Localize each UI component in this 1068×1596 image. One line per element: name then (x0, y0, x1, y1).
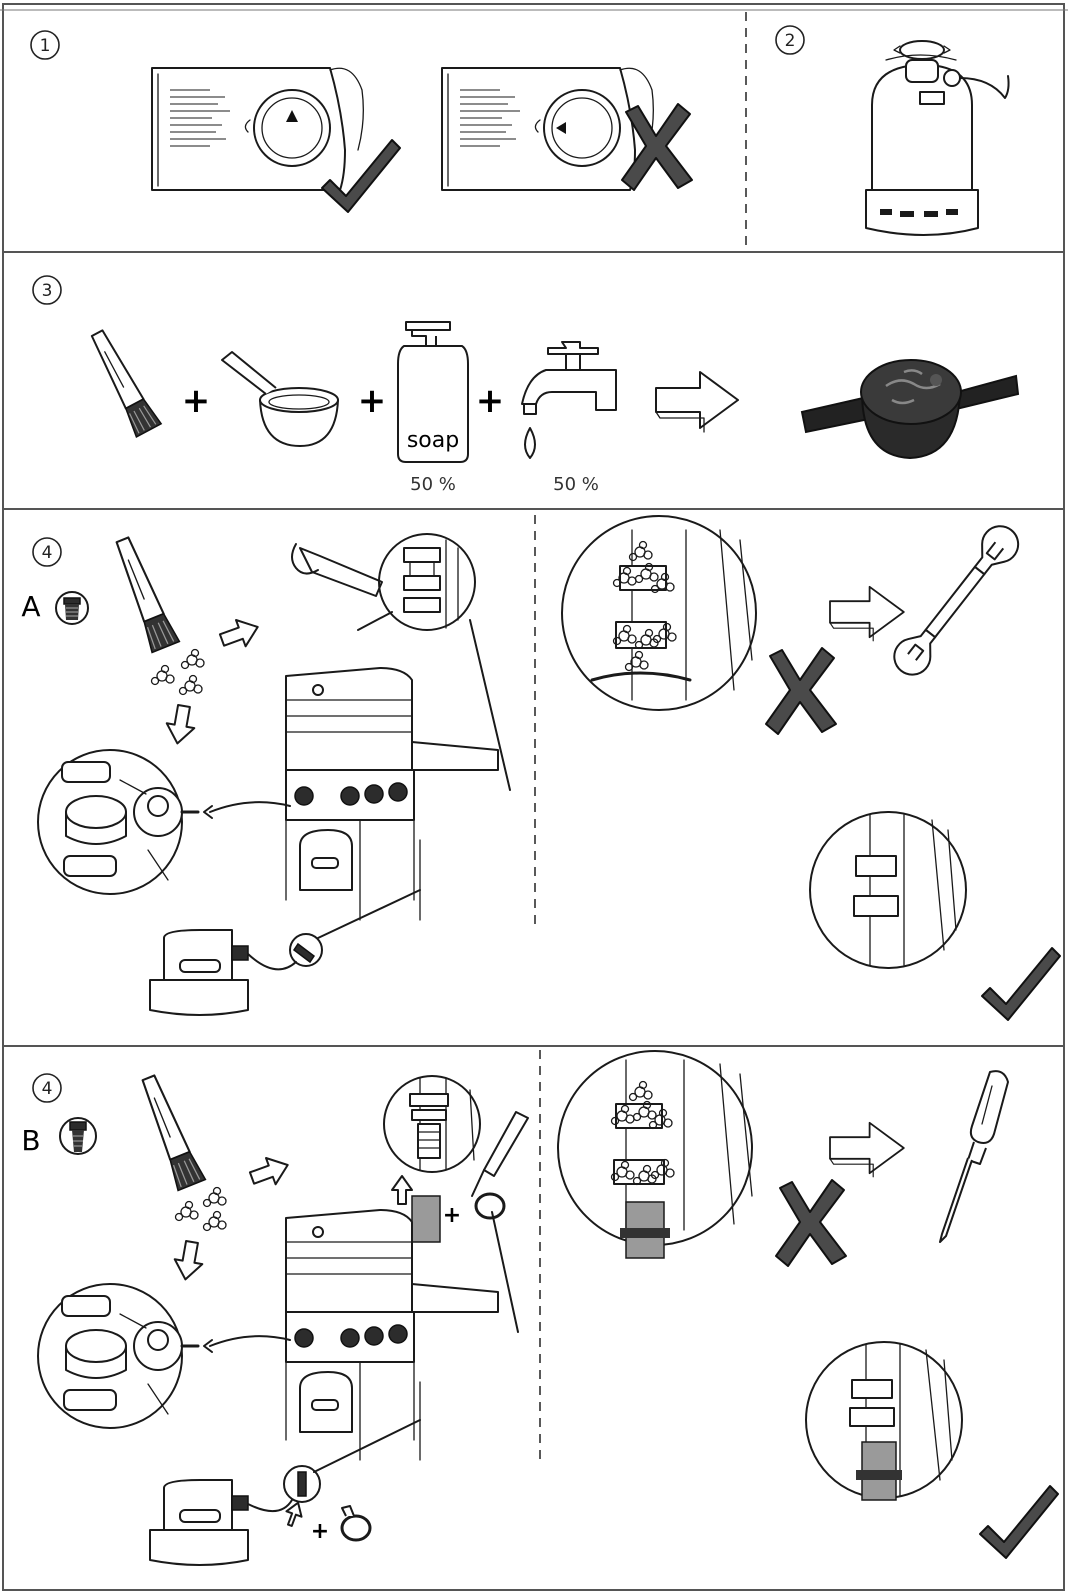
screwdriver-with-clamp-icon (471, 1111, 529, 1333)
wrench-icon (886, 517, 1027, 683)
leak-bubbles-magnifier (561, 515, 757, 711)
step-badge: 1 (30, 30, 60, 60)
threaded-connector-icon (55, 591, 89, 625)
step-number: 2 (785, 31, 796, 51)
tap-icon (521, 341, 617, 459)
step-4b-panel: 4 B + (21, 1050, 1059, 1566)
wrench-tightening-illustration (291, 533, 511, 791)
arrow-icon (246, 1150, 294, 1193)
step-badge: 2 (775, 25, 805, 55)
variant-label: B (21, 1124, 40, 1157)
page-frame (2, 3, 1065, 1591)
regulator-detail-magnifier (37, 1283, 291, 1429)
step-badge: 3 (32, 275, 62, 305)
screwdriver-icon (939, 1070, 1009, 1243)
brush-icon (107, 533, 181, 654)
plus-sign: + (311, 1519, 329, 1544)
dial-correct-illustration (151, 67, 401, 213)
check-icon (979, 1485, 1059, 1559)
arrow-icon (162, 702, 199, 747)
dial-incorrect-illustration (441, 67, 693, 191)
hose-clamp-zoom-illustration: + (383, 1075, 481, 1243)
arrow-right-icon (829, 1121, 905, 1178)
plus-sign: + (358, 381, 387, 421)
step-3-panel: 3 + + soap 50 % + 50 % (32, 275, 1020, 495)
step-4a-panel: 4 A (21, 515, 1061, 1021)
step-badge: 4 (32, 537, 62, 567)
plus-sign: + (182, 381, 211, 421)
pan-icon (221, 351, 339, 447)
gas-cylinder-icon: + (149, 1419, 421, 1566)
arrow-icon (216, 612, 264, 655)
soap-ratio-label: 50 % (410, 474, 456, 495)
soap-label: soap (407, 428, 459, 453)
bbq-grill-icon (285, 1209, 499, 1461)
brush-icon (83, 325, 163, 438)
sealed-connection-magnifier (809, 811, 967, 969)
plus-sign: + (443, 1203, 461, 1228)
step-number: 1 (40, 36, 51, 56)
regulator-detail-magnifier (37, 749, 291, 895)
step-badge: 4 (32, 1073, 62, 1103)
soap-bottle-icon: soap (397, 321, 469, 463)
hose-nozzle-connector-icon (59, 1117, 97, 1155)
step-number: 4 (42, 1079, 53, 1099)
step-number: 4 (42, 543, 53, 563)
soapy-mixture-pan-icon (800, 359, 1020, 460)
sealed-clamped-connection-magnifier (805, 1341, 963, 1501)
cross-icon (765, 647, 837, 735)
variant-label: A (21, 590, 40, 623)
gas-cylinder-icon (149, 889, 421, 1016)
plus-sign: + (476, 381, 505, 421)
cross-icon (775, 1179, 847, 1267)
gas-cylinder-icon (865, 40, 1010, 236)
water-ratio-label: 50 % (553, 474, 599, 495)
step-number: 3 (42, 281, 53, 301)
hose-clamp-icon (340, 1505, 372, 1542)
bbq-grill-icon (285, 667, 499, 921)
check-icon (981, 947, 1061, 1021)
arrow-right-icon (655, 371, 739, 433)
leak-bubbles-magnifier (557, 1050, 753, 1259)
brush-icon (133, 1071, 207, 1192)
step-1-panel: 1 (30, 30, 693, 213)
step-2-panel: 2 (775, 25, 1010, 236)
arrow-icon (170, 1238, 207, 1283)
arrow-right-icon (829, 585, 905, 642)
